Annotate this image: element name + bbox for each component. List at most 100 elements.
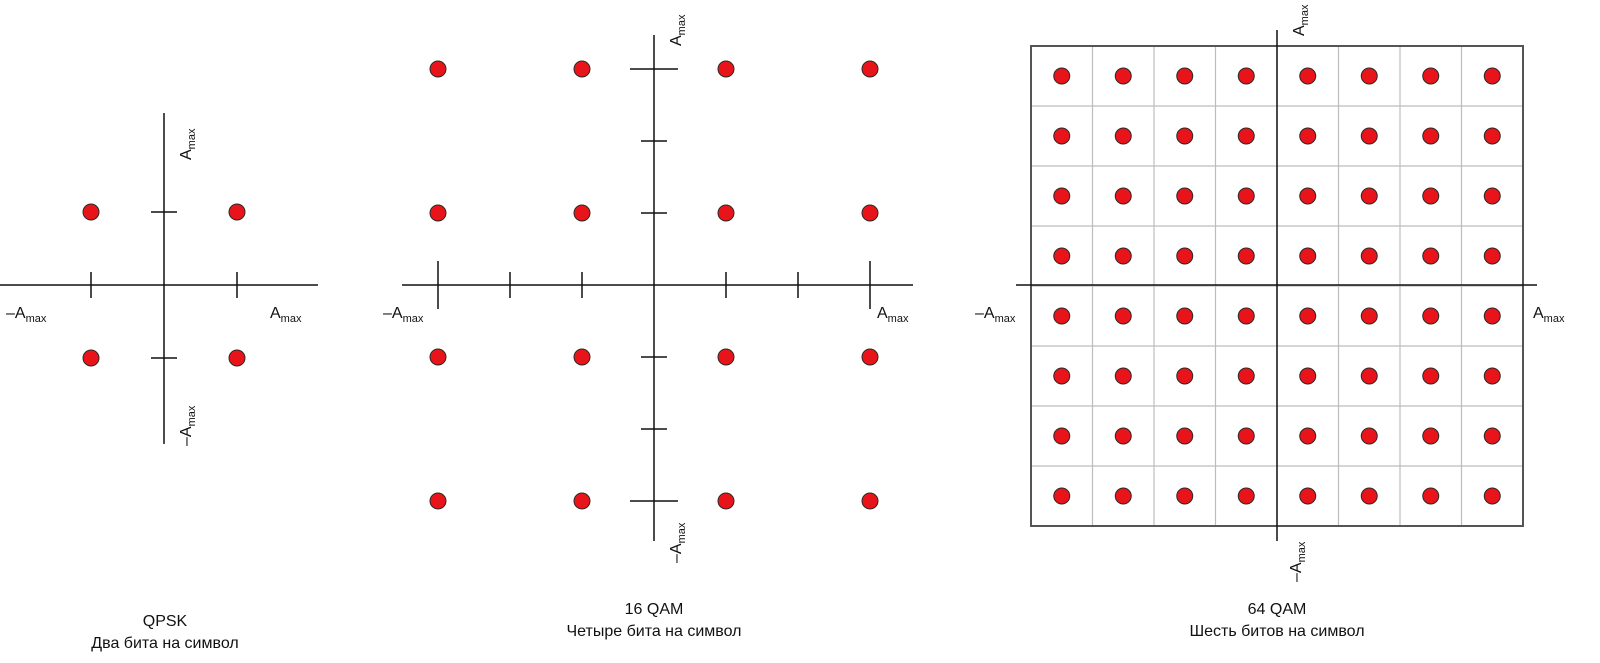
constellation-point bbox=[228, 203, 246, 221]
constellation-point bbox=[1483, 67, 1501, 85]
i-axis-positive-label: Amax bbox=[877, 305, 909, 325]
constellation-point bbox=[1299, 67, 1317, 85]
constellation-point bbox=[1483, 427, 1501, 445]
constellation-point bbox=[1114, 127, 1132, 145]
constellation-point bbox=[82, 349, 100, 367]
q-axis-positive-label: Amax bbox=[178, 128, 198, 160]
constellation-point bbox=[1422, 367, 1440, 385]
qam64-title: 64 QAM bbox=[1247, 601, 1307, 618]
constellation-point bbox=[1422, 67, 1440, 85]
constellation-point bbox=[1237, 367, 1255, 385]
constellation-point bbox=[1360, 367, 1378, 385]
constellation-point bbox=[1360, 187, 1378, 205]
constellation-point bbox=[1360, 247, 1378, 265]
constellation-point bbox=[573, 492, 591, 510]
constellation-point bbox=[1053, 487, 1071, 505]
constellation-point bbox=[1422, 427, 1440, 445]
q-axis-positive-label: Amax bbox=[1291, 4, 1311, 36]
constellation-point bbox=[228, 349, 246, 367]
constellation-point bbox=[1176, 67, 1194, 85]
qam16-caption: 16 QAM Четыре бита на символ bbox=[504, 599, 804, 643]
i-axis-negative-label: –Amax bbox=[383, 305, 424, 325]
constellation-point bbox=[1299, 187, 1317, 205]
constellation-point bbox=[1176, 187, 1194, 205]
constellation-point bbox=[1053, 367, 1071, 385]
constellation-point bbox=[1237, 427, 1255, 445]
constellation-point bbox=[1237, 307, 1255, 325]
i-axis-positive-label: Amax bbox=[1533, 305, 1565, 325]
constellation-point bbox=[1176, 127, 1194, 145]
constellation-point bbox=[1422, 187, 1440, 205]
constellation-point bbox=[1483, 187, 1501, 205]
q-axis-negative-label: –Amax bbox=[668, 522, 688, 563]
constellation-point bbox=[1237, 487, 1255, 505]
q-axis-positive-label: Amax bbox=[668, 14, 688, 46]
constellation-point bbox=[1360, 307, 1378, 325]
qam16-title: 16 QAM bbox=[624, 601, 684, 618]
constellation-point bbox=[1176, 367, 1194, 385]
constellation-point bbox=[1176, 247, 1194, 265]
constellation-point bbox=[1483, 247, 1501, 265]
constellation-point bbox=[1114, 67, 1132, 85]
constellation-point bbox=[1114, 367, 1132, 385]
constellation-point bbox=[429, 60, 447, 78]
constellation-point bbox=[1299, 367, 1317, 385]
constellation-point bbox=[1422, 247, 1440, 265]
constellation-point bbox=[1360, 67, 1378, 85]
constellation-point bbox=[1483, 307, 1501, 325]
constellation-point bbox=[1360, 487, 1378, 505]
constellation-point bbox=[1114, 247, 1132, 265]
qpsk-caption: QPSK Два бита на символ bbox=[15, 611, 315, 655]
qam16-subtitle: Четыре бита на символ bbox=[566, 623, 742, 640]
constellation-point bbox=[429, 348, 447, 366]
constellation-point bbox=[717, 204, 735, 222]
qpsk-title: QPSK bbox=[142, 613, 188, 630]
constellation-point bbox=[1114, 427, 1132, 445]
qpsk-subtitle: Два бита на символ bbox=[91, 635, 239, 652]
constellation-point bbox=[573, 60, 591, 78]
constellation-point bbox=[1053, 427, 1071, 445]
constellation-point bbox=[1237, 67, 1255, 85]
qam64-constellation: Amax –Amax Amax –Amax bbox=[975, 4, 1565, 582]
constellation-point bbox=[1422, 127, 1440, 145]
constellation-point bbox=[861, 492, 879, 510]
constellation-point bbox=[1053, 127, 1071, 145]
constellation-point bbox=[1176, 487, 1194, 505]
constellation-point bbox=[1053, 187, 1071, 205]
constellation-point bbox=[1053, 307, 1071, 325]
constellation-point bbox=[717, 60, 735, 78]
i-axis-negative-label: –Amax bbox=[975, 305, 1016, 325]
i-axis-positive-label: Amax bbox=[270, 305, 302, 325]
constellation-point bbox=[1299, 487, 1317, 505]
constellation-point bbox=[1299, 127, 1317, 145]
q-axis-negative-label: –Amax bbox=[1288, 541, 1308, 582]
constellation-point bbox=[717, 492, 735, 510]
constellation-point bbox=[1237, 187, 1255, 205]
constellation-point bbox=[573, 348, 591, 366]
constellation-point bbox=[717, 348, 735, 366]
constellation-point bbox=[1483, 367, 1501, 385]
constellation-point bbox=[1360, 427, 1378, 445]
constellation-point bbox=[1483, 487, 1501, 505]
constellation-point bbox=[1053, 67, 1071, 85]
constellation-point bbox=[1422, 307, 1440, 325]
constellation-point bbox=[861, 348, 879, 366]
constellation-point bbox=[429, 204, 447, 222]
constellation-point bbox=[1237, 127, 1255, 145]
constellation-point bbox=[1176, 307, 1194, 325]
constellation-point bbox=[1114, 487, 1132, 505]
constellation-point bbox=[1483, 127, 1501, 145]
qpsk-constellation: Amax –Amax Amax –Amax bbox=[0, 113, 318, 446]
constellation-point bbox=[1176, 427, 1194, 445]
constellation-point bbox=[1237, 247, 1255, 265]
constellation-point bbox=[1299, 427, 1317, 445]
constellation-point bbox=[1299, 247, 1317, 265]
qam64-subtitle: Шесть битов на символ bbox=[1189, 623, 1365, 640]
constellation-point bbox=[1360, 127, 1378, 145]
i-axis-negative-label: –Amax bbox=[6, 305, 47, 325]
constellation-point bbox=[1299, 307, 1317, 325]
q-axis-negative-label: –Amax bbox=[178, 405, 198, 446]
constellation-point bbox=[82, 203, 100, 221]
constellation-point bbox=[1053, 247, 1071, 265]
